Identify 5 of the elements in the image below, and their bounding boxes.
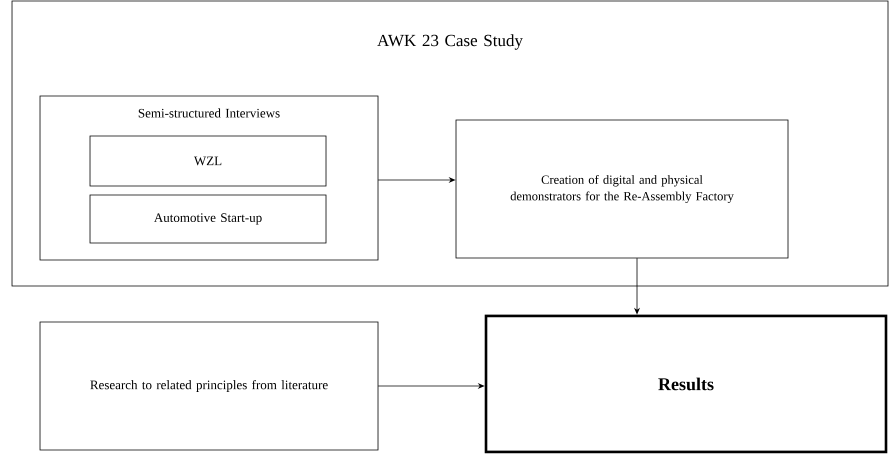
- process-box: WZL: [90, 136, 326, 186]
- results-box: Results: [484, 314, 888, 454]
- process-box: Automotive Start-up: [90, 194, 326, 244]
- process-box: Creation of digital and physical demonstrators for the Re-Assembly Factory: [456, 120, 788, 258]
- process-box: Research to related principles from literature: [40, 322, 378, 450]
